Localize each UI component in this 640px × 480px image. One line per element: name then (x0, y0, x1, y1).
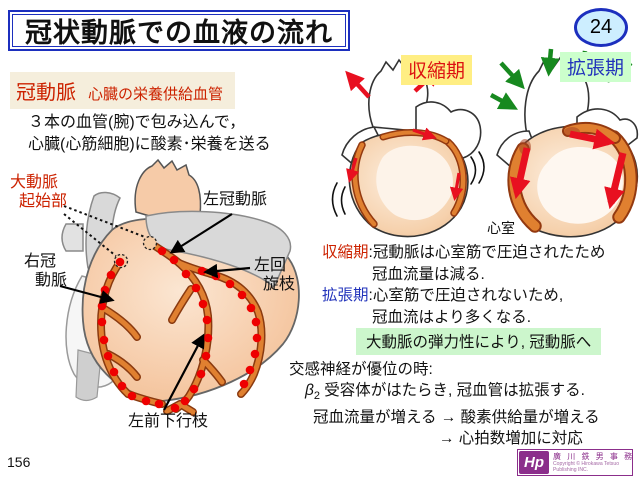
systole-flow-arrow-3 (449, 172, 464, 201)
diastole-heart (489, 48, 639, 238)
sympathetic-line3: 冠血流量が増える → 酸素供給量が増える (313, 409, 600, 427)
beta-symbol: β (305, 382, 314, 399)
circumflex-arrow (203, 263, 251, 279)
left-coronary-ostium (142, 235, 158, 251)
logo-copyright-line1: Copyright © Hirokawa Tetsuo (553, 461, 620, 467)
publisher-logo: Hp 廣 川 鉄 男 事 務 所 Copyright © Hirokawa Te… (517, 449, 633, 476)
phase-explanation: 収縮期:冠動脈は心室筋で圧迫されたため 冠血流量は減る. 拡張期:心室筋で圧迫さ… (322, 242, 605, 328)
diastole-flow-arrow-left (509, 147, 531, 200)
systole-explanation-line2: 冠血流量は減る. (372, 265, 485, 283)
sympathetic-line2-rest: 受容体がはたらき, 冠血管は拡張する. (319, 382, 585, 399)
motion-mark (478, 151, 485, 184)
label-circumflex-line1: 左回 (254, 257, 287, 274)
motion-mark (470, 156, 477, 185)
motion-mark (340, 186, 346, 215)
diastole-recoil-arrow-2 (489, 92, 518, 110)
label-circumflex: 左回 旋枝 (254, 256, 295, 294)
label-aorta-origin-line1: 大動脈 (10, 174, 59, 191)
label-circumflex-line2: 旋枝 (263, 276, 296, 293)
anterior-heart-illustration (59, 158, 300, 416)
elasticity-note: 大動脈の弾力性により, 冠動脈へ (356, 328, 602, 355)
sympathetic-line4: → 心拍数増加に対応 (439, 430, 583, 448)
label-aorta-origin-line2: 起始部 (19, 193, 68, 210)
diastole-flow-arrow-top (569, 128, 616, 150)
label-ventricle: 心室 (487, 220, 515, 236)
systole-rest: :冠動脈は心室筋で圧迫されたため (368, 244, 606, 261)
diastole-cavity (537, 147, 623, 224)
diastole-term: 拡張期 (322, 287, 369, 304)
page-title: 冠状動脈での血液の流れ (8, 10, 350, 51)
slide-number-badge: 24 (574, 8, 628, 47)
logo-monogram: Hp (519, 451, 549, 474)
left-coronary-arrow (169, 213, 233, 254)
systole-cavity (376, 145, 453, 221)
intro-line-1: ３本の血管(腕)で包み込んで， (28, 114, 246, 131)
label-right-coronary-line2: 動脈 (35, 272, 68, 289)
coronary-term: 冠動脈 (16, 82, 76, 104)
aorta-origin-pointer-1 (63, 205, 146, 238)
systole-flow-arrow-1 (346, 157, 360, 183)
systole-coronary-left (352, 142, 377, 227)
label-lad: 左前下行枝 (128, 413, 209, 430)
gray-nub (61, 223, 84, 252)
page-title-text: 冠状動脈での血液の流れ (25, 18, 333, 48)
logo-company-name: 廣 川 鉄 男 事 務 所 (553, 452, 632, 461)
systole-coronary-right (445, 139, 466, 216)
intro-paragraph: ３本の血管(腕)で包み込んで， 心臓(心筋細胞)に酸素･栄養を送る (28, 112, 271, 156)
systole-explanation-line1: 収縮期:冠動脈は心室筋で圧迫されたため (322, 242, 605, 264)
intro-line-2: 心臓(心筋細胞)に酸素･栄養を送る (28, 136, 271, 153)
logo-copyright-line2: Publishing INC. (553, 467, 589, 473)
systole-heart (331, 58, 485, 238)
sympathetic-block: 交感神経が優位の時: β2 受容体がはたらき, 冠血管は拡張する. 冠血流量が増… (289, 359, 600, 449)
label-aorta-origin: 大動脈 起始部 (10, 173, 67, 211)
aorta-arch (134, 158, 202, 223)
slide-number: 24 (589, 16, 613, 38)
diastole-rest: :心室筋で圧迫されないため, (368, 287, 564, 304)
label-right-coronary: 右冠 動脈 (24, 252, 67, 290)
gray-cylinder (75, 349, 102, 402)
systole-term: 収縮期 (322, 244, 369, 261)
page-number: 156 (7, 454, 31, 470)
logo-text: 廣 川 鉄 男 事 務 所 Copyright © Hirokawa Tetsu… (550, 450, 632, 475)
diastole-coronary-right (609, 132, 636, 222)
diastole-badge: 拡張期 (560, 52, 632, 82)
coronary-definition: 冠動脈 心臓の栄養供給血管 (10, 72, 236, 109)
lad-arrow (163, 333, 205, 411)
motion-mark (331, 182, 338, 217)
sympathetic-line2: β2 受容体がはたらき, 冠血管は拡張する. (289, 380, 600, 407)
aorta-origin-pointer-2 (63, 213, 117, 257)
diastole-flow-arrow-right (604, 152, 627, 210)
diastole-explanation-line2: 冠血流はより多くなる. (372, 308, 531, 326)
sympathetic-line1: 交感神経が優位の時: (289, 361, 433, 378)
systole-eject-arrow-left (345, 70, 371, 99)
label-right-coronary-line1: 右冠 (24, 253, 57, 270)
coronary-description: 心臓の栄養供給血管 (88, 86, 224, 103)
systole-flow-arrow-2 (412, 127, 437, 141)
diastole-recoil-arrow-3 (540, 48, 560, 77)
diastole-explanation-line1: 拡張期:心室筋で圧迫されないため, (322, 285, 605, 307)
beta-subscript: 2 (313, 390, 320, 403)
systole-badge: 収縮期 (401, 55, 473, 85)
right-coronary-arrow (59, 284, 115, 304)
label-left-coronary: 左冠動脈 (203, 191, 268, 208)
diastole-recoil-arrow-1 (499, 61, 525, 90)
